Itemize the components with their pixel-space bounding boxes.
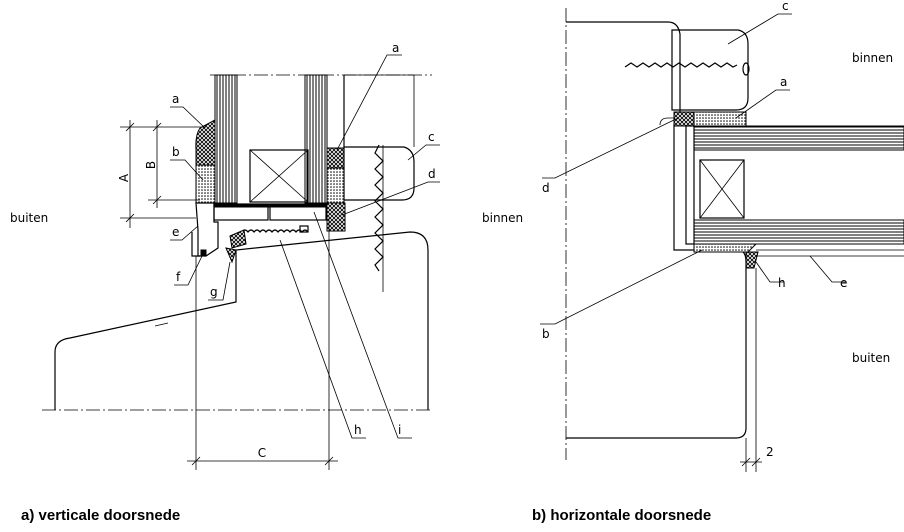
screw [374,144,384,272]
label-buiten-left: buiten [10,211,48,225]
label-b: b [172,145,180,159]
sill-profile [54,231,429,410]
glazing-bead [343,75,415,201]
glass-pane-left [214,74,238,204]
label-c-right: c [782,0,789,13]
outer-seal [195,119,216,166]
label-e: e [172,225,179,239]
glazing-bead-right [671,29,749,111]
drip-profile [195,202,219,257]
foam-a-right [693,111,747,127]
packing-strip [241,229,309,233]
label-a-left: a [172,92,179,106]
glass-pane-top [693,125,904,151]
label-h-right: h [778,276,786,290]
label-a-right: a [392,41,399,55]
foam-b-right [693,243,758,253]
glass-pane-right [304,74,328,204]
vertical-section: A B C a a b c d e f g h i buiten a) vert… [10,41,440,524]
label-d-right: d [542,181,550,195]
seal-d [673,111,695,127]
label-i: i [398,423,401,437]
label-e-right: e [840,276,847,290]
label-binnen-top: binnen [852,51,893,65]
horizontal-section: 2 c a d b h e binnen binnen buiten b) ho… [482,0,904,524]
dim-B: B [144,161,158,169]
caption-vertical: a) verticale doorsnede [21,507,180,524]
label-c: c [428,130,435,144]
label-binnen-left: binnen [482,211,523,225]
foam-backer-inner [326,167,345,204]
spacer-right [699,159,745,219]
label-g: g [210,285,218,299]
inner-seal [326,147,345,169]
glass-pane-bottom [693,219,904,245]
foam-backer-outer [195,164,216,204]
seal-h [745,251,759,269]
label-f: f [176,270,181,284]
label-a-right2: a [780,75,787,89]
label-b-right: b [542,327,550,341]
label-h: h [354,423,362,437]
spacer [249,149,309,203]
dim-A: A [117,173,131,182]
label-buiten-right: buiten [852,351,890,365]
dim-C: C [258,446,266,460]
dim-2: 2 [766,445,774,459]
caption-horizontal: b) horizontale doorsnede [532,507,711,524]
label-d: d [428,167,436,181]
setting-seal-d [326,202,346,232]
